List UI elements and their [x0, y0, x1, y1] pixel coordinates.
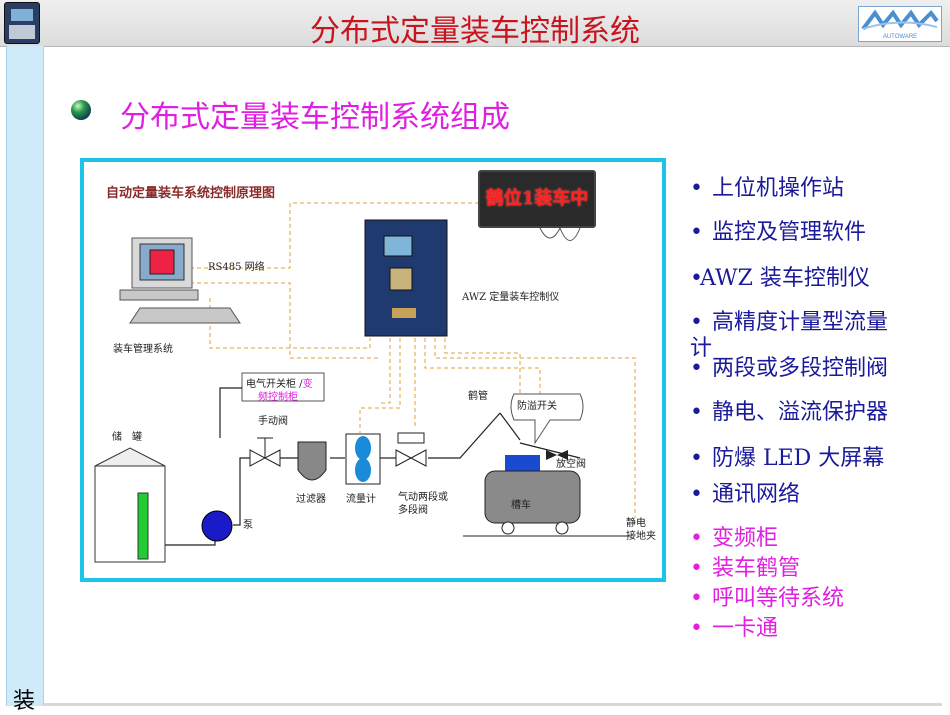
label-vent-valve: 放空阀 [556, 459, 586, 470]
label-static-b: 接地夹 [626, 531, 656, 542]
autoware-logo: AUTOWARE [858, 6, 942, 42]
pneumatic-valve-icon [395, 449, 427, 467]
control-diagram [94, 178, 636, 563]
label-manual-valve: 手动阀 [258, 416, 288, 427]
header-bar [0, 0, 950, 47]
label-pneumatic-valve-b: 多段阀 [398, 505, 428, 516]
list-item: •高精度计量型流量 [690, 310, 889, 335]
list-item: •一卡通 [690, 616, 779, 641]
label-cabinet-a: 电气开关柜 /变 [246, 379, 313, 390]
label-pneumatic-valve-a: 气动两段或 [398, 492, 448, 503]
list-item: 计 [690, 336, 713, 361]
controller-icon [364, 219, 448, 337]
label-filter: 过滤器 [296, 494, 326, 505]
storage-tank-icon [94, 447, 166, 563]
label-crane-pipe: 鹤管 [468, 391, 488, 402]
list-item: •防爆 LED 大屏幕 [690, 446, 885, 471]
computer-icon [119, 237, 241, 324]
bottom-divider [42, 703, 942, 706]
filter-icon [297, 441, 327, 481]
label-tank-truck: 槽车 [511, 500, 531, 511]
label-overflow-switch: 防溢开关 [517, 401, 557, 412]
list-item: •装车鹤管 [690, 556, 801, 581]
tank-truck-icon [463, 455, 630, 537]
pump-icon [201, 510, 233, 542]
diagram-title: 自动定量装车系统控制原理图 [106, 186, 276, 201]
label-pump: 泵 [243, 520, 253, 531]
sidebar-bottom-char: 装 [12, 689, 35, 714]
list-item: •上位机操作站 [690, 176, 845, 201]
list-item: •通讯网络 [690, 482, 801, 507]
list-item: •呼叫等待系统 [690, 586, 845, 611]
list-item: •静电、溢流保护器 [690, 400, 889, 425]
logo-text: AUTOWARE [883, 34, 917, 40]
list-item: •AWZ 装车控制仪 [690, 266, 870, 291]
label-management: 装车管理系统 [113, 344, 173, 355]
device-logo-icon [4, 2, 40, 44]
led-display-text: 鹤位1装车中 [485, 188, 589, 209]
led-display [478, 170, 596, 228]
label-flowmeter: 流量计 [346, 494, 376, 505]
list-item: •两段或多段控制阀 [690, 356, 889, 381]
label-controller: AWZ 定量装车控制仪 [462, 292, 560, 303]
label-storage-tank: 储 罐 [112, 432, 142, 443]
page-title: 分布式定量装车控制系统 [310, 14, 640, 49]
left-sidebar [6, 46, 44, 706]
list-item: •变频柜 [690, 526, 779, 551]
slide-subtitle: 分布式定量装车控制系统组成 [120, 100, 510, 135]
label-static-a: 静电 [626, 518, 646, 529]
sphere-bullet-icon [70, 99, 92, 121]
label-cabinet-c: 频控制柜 [258, 392, 298, 403]
label-rs485: RS485 网络 [208, 262, 265, 273]
list-item: •监控及管理软件 [690, 220, 867, 245]
